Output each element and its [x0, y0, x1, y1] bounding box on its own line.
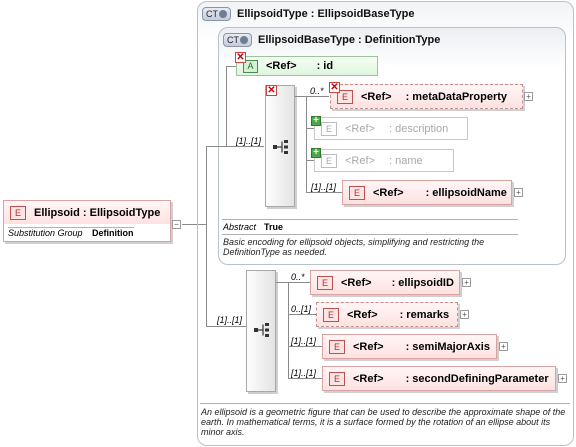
outer-type-title: EllipsoidType : EllipsoidBaseType [237, 8, 415, 20]
root-substitution-panel: Substitution Group Definition [3, 224, 171, 242]
inner-type-title: EllipsoidBaseType : DefinitionType [258, 34, 441, 46]
element-name: : semiMajorAxis [405, 340, 490, 353]
ellipsoidname-cardinality: [1]..[1] [311, 182, 337, 192]
complex-type-badge-icon: CT [202, 7, 231, 21]
connector [276, 282, 310, 283]
attribute-ref: <Ref> [266, 60, 297, 72]
element-ellipsoidname[interactable]: E <Ref> : ellipsoidName [342, 180, 512, 205]
prohibited-red-x-icon: ✕ [266, 85, 277, 96]
green-plus-icon: + [311, 116, 321, 126]
element-semimajoraxis[interactable]: E <Ref> : semiMajorAxis [322, 334, 497, 359]
connector [288, 346, 322, 347]
outer-sequence-compositor[interactable] [246, 270, 276, 392]
element-ref: <Ref> [361, 90, 392, 103]
connector [198, 224, 206, 225]
element-tag-icon: E [323, 307, 339, 322]
prohibited-red-x-icon: ✕ [235, 52, 246, 63]
inner-type-divider [222, 234, 518, 235]
element-tag-icon: E [10, 205, 26, 220]
element-name: : remarks [399, 308, 450, 321]
connector [182, 224, 198, 225]
remarks-cardinality: 0..[1] [291, 304, 312, 314]
element-tag-icon: E [349, 185, 365, 200]
element-tag-icon: E [329, 371, 345, 386]
semimajoraxis-cardinality: [1]..[1] [291, 336, 317, 346]
connector [306, 160, 314, 161]
substitution-group-label: Substitution Group [8, 228, 83, 238]
inner-type-documentation: Basic encoding for ellipsoid objects, si… [223, 237, 485, 257]
element-seconddefiningparameter[interactable]: E <Ref> : secondDefiningParameter [322, 366, 556, 391]
element-ellipsoidid[interactable]: E <Ref> : ellipsoidID [310, 270, 460, 295]
ellipsoidid-cardinality: 0..* [291, 272, 305, 282]
element-tag-icon: E [321, 153, 337, 168]
attribute-name: : id [316, 60, 334, 72]
element-metadataproperty[interactable]: E <Ref> : metaDataProperty [330, 84, 523, 109]
semimajoraxis-expand-icon[interactable]: + [499, 342, 508, 351]
ellipsoidname-expand-icon[interactable]: + [514, 188, 523, 197]
connector [306, 128, 314, 129]
element-ref: <Ref> [345, 154, 375, 167]
connector [206, 326, 246, 327]
connector [206, 146, 264, 147]
element-remarks[interactable]: E <Ref> : remarks [316, 302, 458, 327]
connector [288, 282, 289, 378]
outer-type-documentation: An ellipsoid is a geometric figure that … [201, 407, 566, 437]
inner-sequence-compositor[interactable] [265, 85, 295, 207]
abstract-value: True [264, 222, 284, 232]
outer-type-header: CT EllipsoidType : EllipsoidBaseType [202, 7, 414, 21]
connector [288, 378, 322, 379]
element-ref: <Ref> [353, 340, 384, 353]
connector [226, 66, 236, 67]
seconddefiningparameter-expand-icon[interactable]: + [558, 374, 567, 383]
element-name-ref[interactable]: E <Ref> : name [314, 149, 454, 172]
connector [306, 192, 342, 193]
element-tag-icon: E [317, 275, 333, 290]
inner-type-divider [222, 219, 518, 220]
element-ref: <Ref> [353, 372, 384, 385]
element-ref: <Ref> [373, 186, 404, 199]
abstract-label: Abstract [223, 222, 257, 232]
complex-type-badge-icon: CT [223, 33, 252, 47]
element-name: : description [388, 122, 449, 135]
prohibited-red-x-icon: ✕ [329, 82, 340, 93]
sequence-compositor-icon [254, 323, 269, 337]
ellipsoidid-expand-icon[interactable]: + [462, 278, 471, 287]
element-name: : ellipsoidName [425, 186, 507, 199]
connector [306, 96, 307, 192]
seconddefiningparameter-cardinality: [1]..[1] [291, 368, 317, 378]
connector [295, 96, 329, 97]
connector [206, 146, 207, 326]
attribute-id[interactable]: A <Ref> : id [236, 56, 378, 76]
metadataproperty-cardinality: 0..* [310, 86, 324, 96]
element-ref: <Ref> [345, 122, 375, 135]
element-description[interactable]: E <Ref> : description [314, 117, 468, 140]
substitution-group-value: Definition [92, 228, 134, 238]
element-name: : secondDefiningParameter [405, 372, 549, 385]
inner-sequence-cardinality: [1]..[1] [236, 136, 262, 146]
outer-type-divider [200, 403, 570, 404]
element-tag-icon: E [337, 89, 353, 104]
metadataproperty-expand-icon[interactable]: + [524, 92, 533, 101]
connector [226, 66, 227, 146]
green-plus-icon: + [311, 148, 321, 158]
element-ref: <Ref> [347, 308, 378, 321]
root-element-name: Ellipsoid : EllipsoidType [34, 206, 161, 219]
root-element-ellipsoid[interactable]: E Ellipsoid : EllipsoidType [3, 200, 171, 224]
element-name: : metaDataProperty [405, 90, 508, 103]
root-collapse-icon[interactable]: − [172, 220, 181, 229]
outer-sequence-cardinality: [1]..[1] [217, 315, 243, 325]
remarks-expand-icon[interactable]: + [460, 310, 469, 319]
element-tag-icon: E [321, 121, 337, 136]
attribute-tag-icon: A [243, 59, 258, 73]
element-name: : ellipsoidID [391, 276, 454, 289]
element-ref: <Ref> [341, 276, 372, 289]
element-tag-icon: E [329, 339, 345, 354]
sequence-compositor-icon [273, 140, 288, 154]
element-name: : name [388, 154, 423, 167]
connector [288, 314, 316, 315]
inner-type-header: CT EllipsoidBaseType : DefinitionType [223, 33, 440, 47]
